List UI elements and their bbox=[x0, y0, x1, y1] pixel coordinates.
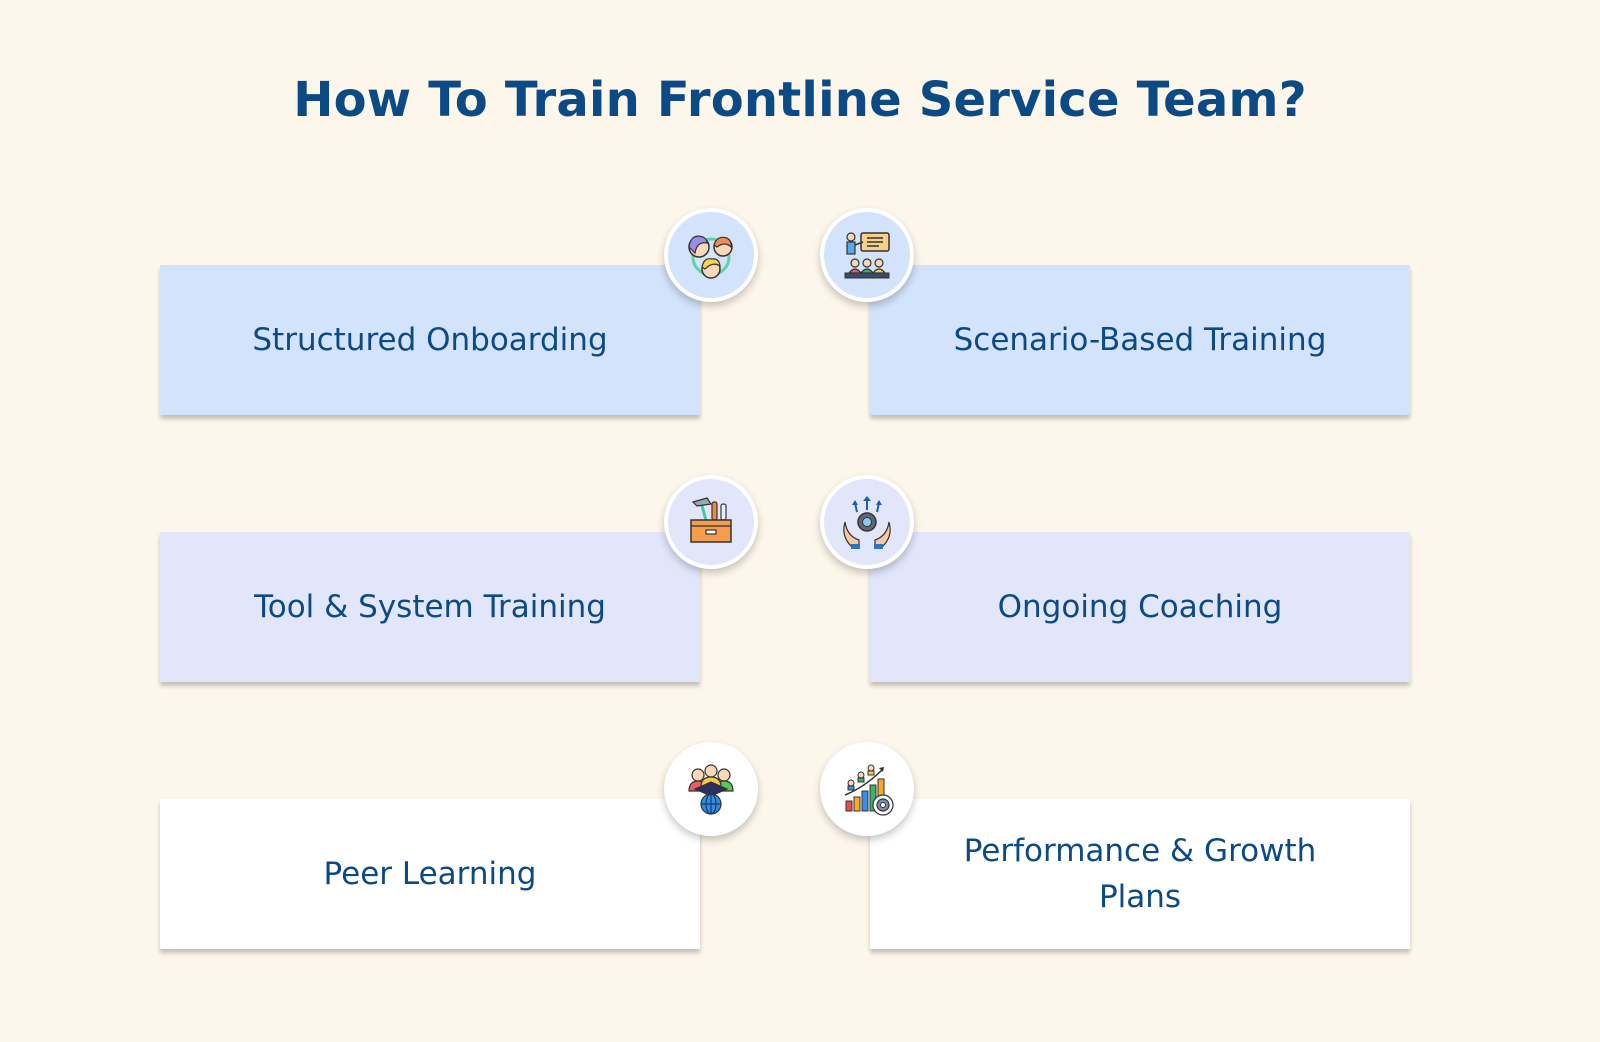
group-graduation-globe-icon bbox=[664, 742, 758, 836]
team-circle-icon bbox=[664, 208, 758, 302]
step-label: Ongoing Coaching bbox=[997, 589, 1283, 625]
step-card-peer-learning: Peer Learning bbox=[160, 799, 700, 949]
step-label: Performance & Growth Plans bbox=[963, 833, 1317, 915]
presentation-audience-icon bbox=[820, 208, 914, 302]
toolbox-icon bbox=[664, 475, 758, 569]
step-label: Tool & System Training bbox=[254, 589, 606, 625]
step-card-structured-onboarding: Structured Onboarding bbox=[160, 265, 700, 415]
step-card-tool-system-training: Tool & System Training bbox=[160, 532, 700, 682]
step-label: Structured Onboarding bbox=[252, 322, 608, 358]
page-title: How To Train Frontline Service Team? bbox=[293, 72, 1307, 128]
hands-gear-growth-icon bbox=[820, 475, 914, 569]
step-card-performance-growth-plans: Performance & Growth Plans bbox=[870, 799, 1410, 949]
step-card-ongoing-coaching: Ongoing Coaching bbox=[870, 532, 1410, 682]
growth-chart-gear-icon bbox=[820, 742, 914, 836]
step-label: Peer Learning bbox=[323, 856, 537, 892]
step-card-scenario-based-training: Scenario-Based Training bbox=[870, 265, 1410, 415]
step-label: Scenario-Based Training bbox=[953, 322, 1327, 358]
